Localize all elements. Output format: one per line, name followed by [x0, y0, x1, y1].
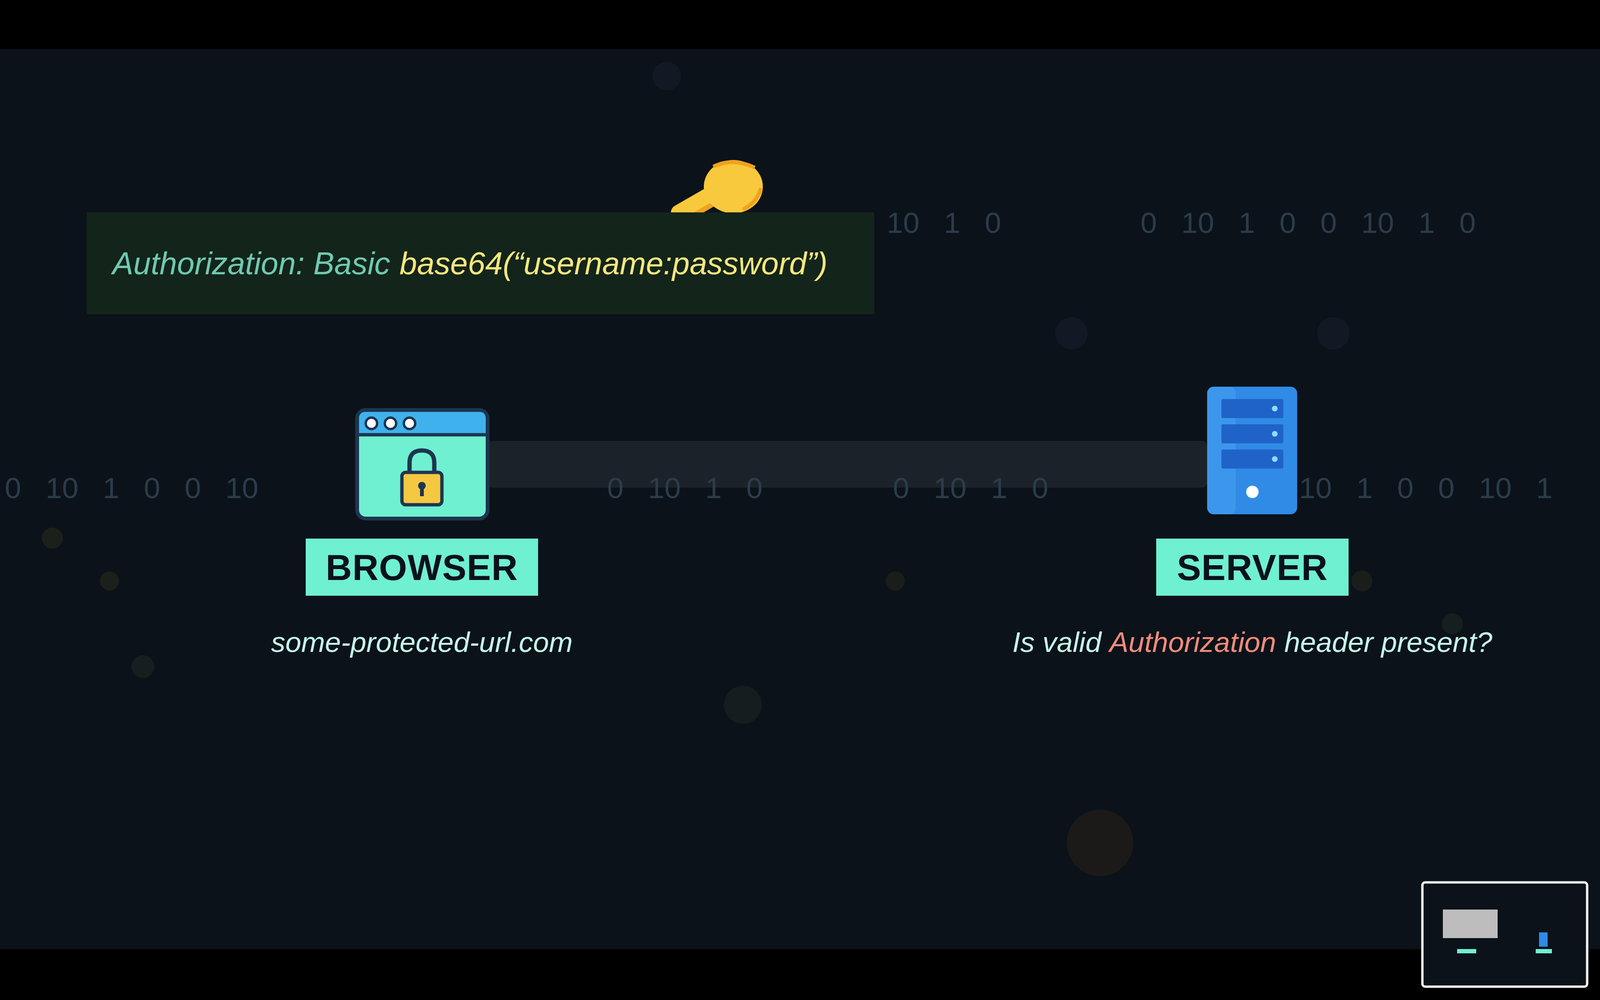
node-text: Authorization: Basic	[112, 245, 390, 282]
binary-digits: 0 10 1 0 0 10 1 0	[1140, 205, 1476, 240]
bokeh-dot	[1351, 570, 1373, 592]
node-text: base64(“username:password”)	[399, 245, 828, 282]
header-name: Authorization	[1109, 625, 1277, 659]
minimap-tag	[1457, 949, 1477, 954]
server-icon	[1207, 386, 1298, 515]
node-text: SERVER	[1176, 546, 1328, 589]
browser-icon	[357, 410, 488, 519]
binary-digits: 0 10 1 0	[607, 470, 763, 505]
hand-palm	[703, 160, 763, 214]
browser-titlebar	[359, 411, 486, 435]
power-light	[1246, 485, 1259, 499]
bokeh-dot	[885, 571, 905, 591]
bokeh-dot	[131, 655, 155, 679]
bokeh-dot	[1317, 317, 1350, 350]
browser-window	[357, 410, 488, 519]
binary-digits: 10 1 0 0 10 1	[1299, 470, 1553, 505]
window-dot	[365, 417, 378, 430]
server-label-box: SERVER	[1156, 538, 1349, 596]
minimap-server	[1539, 932, 1548, 947]
binary-digits: 0 10 1 0	[892, 470, 1049, 505]
titlebar-rule	[359, 433, 486, 437]
lock-body	[401, 472, 442, 505]
window-dot	[403, 417, 416, 430]
server-question: header present?	[1284, 625, 1493, 659]
pointing-hand	[678, 160, 763, 216]
lock-shackle	[409, 450, 435, 474]
bokeh-dot	[1055, 317, 1088, 350]
drive-light	[1271, 430, 1278, 437]
bokeh	[41, 61, 1463, 877]
server-drive	[1221, 399, 1284, 419]
node-text: BROWSER	[325, 546, 519, 589]
server-case	[1207, 386, 1298, 515]
background	[0, 49, 1600, 950]
drive-light	[1271, 405, 1278, 412]
minimap-frame	[1422, 882, 1588, 987]
binary-digits: 10 1 0	[886, 205, 1002, 240]
minimap	[1422, 882, 1588, 987]
minimap-tag	[1535, 949, 1552, 954]
browser-label-box: BROWSER	[305, 538, 539, 596]
bokeh-dot	[1066, 809, 1134, 877]
binary-digits: 0 10 1 0 0 10	[4, 470, 259, 505]
server-question: Is valid	[1012, 625, 1102, 659]
keyhole-slot	[420, 486, 424, 497]
drive-light	[1271, 456, 1278, 462]
connection-band	[487, 440, 1208, 488]
bokeh-dot	[652, 61, 681, 91]
bokeh-dot	[100, 571, 120, 591]
window-dot	[384, 417, 397, 430]
server-drive	[1221, 424, 1284, 444]
minimap-dialog	[1442, 909, 1498, 939]
url-caption: some-protected-url.com	[270, 625, 573, 659]
bokeh-dot	[723, 685, 762, 724]
header-panel: Authorization: Basicbase64(“username:pas…	[86, 212, 875, 315]
hand-crease	[742, 188, 761, 210]
server-drive	[1221, 449, 1284, 469]
hand-crease	[713, 161, 755, 168]
bokeh-dot	[41, 527, 63, 549]
